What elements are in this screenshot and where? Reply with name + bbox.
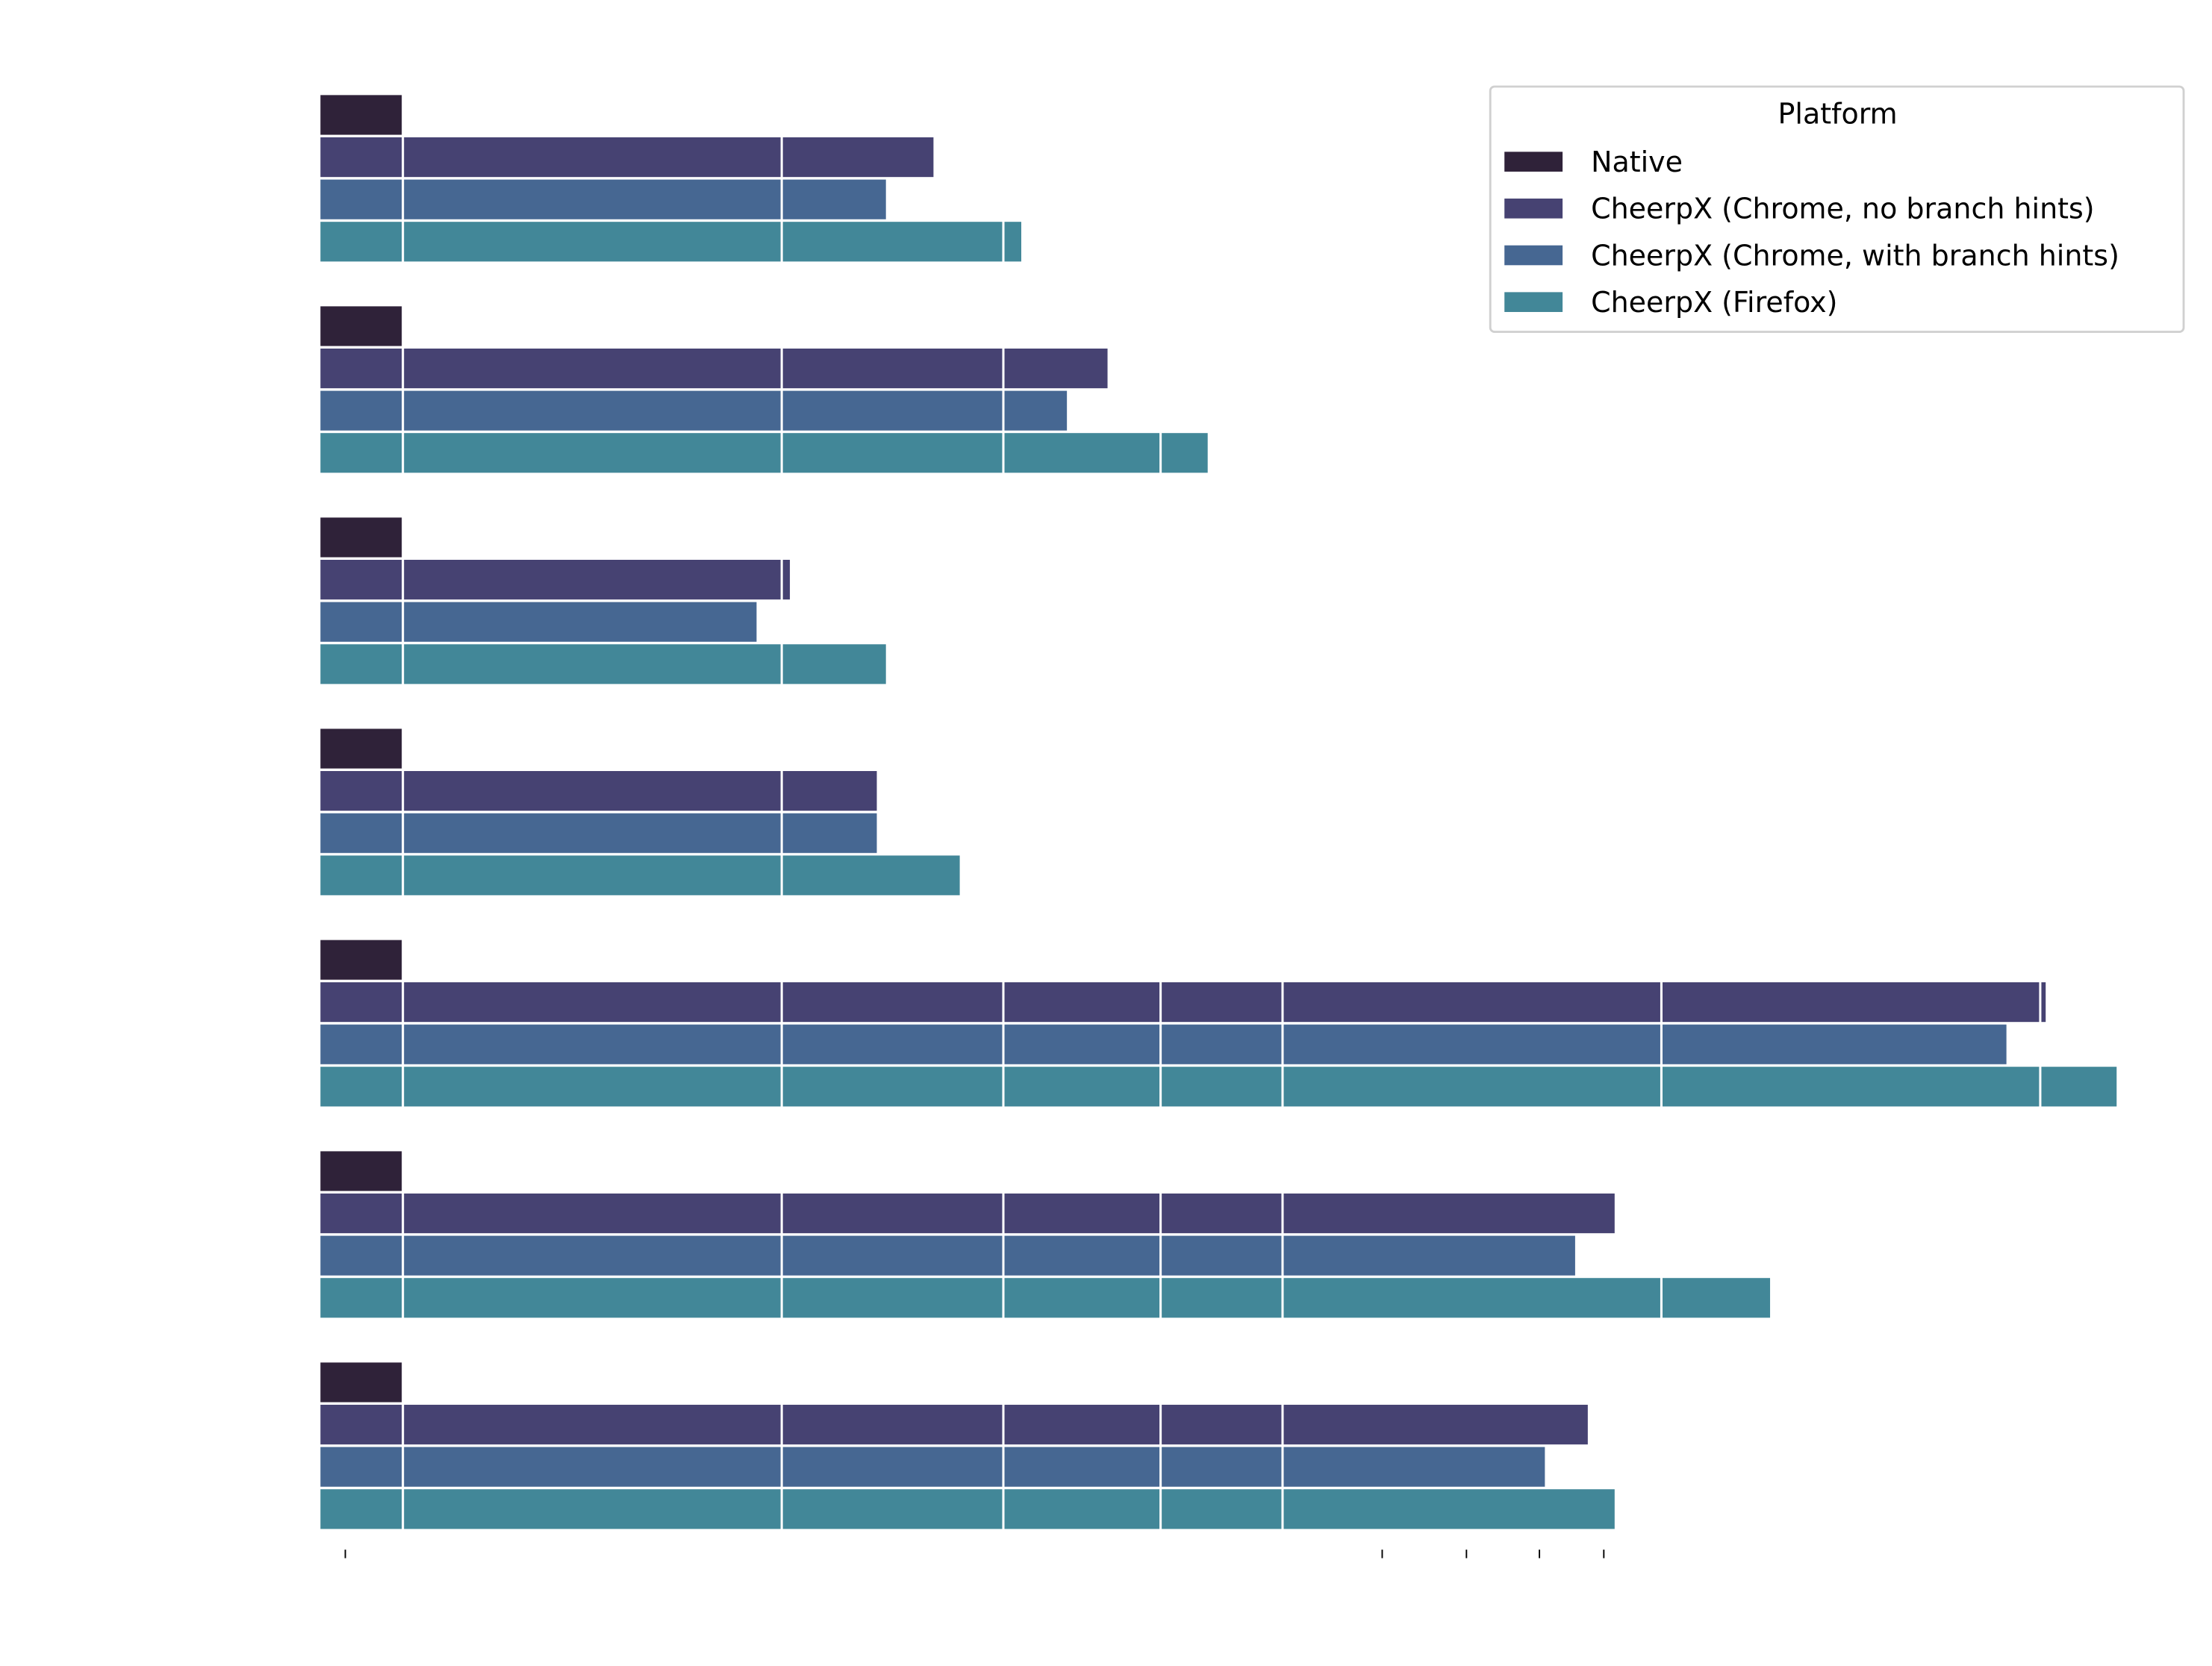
bar-4-group-1 [320,222,1022,262]
bar-3-group-3 [320,602,757,642]
legend-label: CheerpX (Chrome, with branch hints) [1591,239,2119,272]
legend-label: Native [1591,146,1683,178]
bar-1-group-2 [320,306,403,346]
bars-layer [320,95,2117,1529]
bar-3-group-6 [320,1235,1575,1276]
bar-3-group-4 [320,813,877,853]
bar-2-group-4 [320,770,877,811]
bar-4-group-5 [320,1067,2117,1107]
legend-swatch [1504,245,1563,266]
bar-1-group-1 [320,95,403,135]
bar-4-group-2 [320,433,1208,473]
ticks-layer [344,1550,1605,1559]
legend-label: CheerpX (Chrome, no branch hints) [1591,193,2095,225]
bar-2-group-6 [320,1194,1615,1234]
bar-1-group-3 [320,517,403,558]
legend-frame [1489,85,2185,334]
bar-4-group-6 [320,1278,1771,1318]
bar-4-group-3 [320,644,886,684]
bar-4-group-7 [320,1489,1615,1529]
legend-swatch [1504,199,1563,219]
legend-swatch [1504,292,1563,312]
bar-2-group-7 [320,1405,1588,1445]
bar-4-group-4 [320,855,960,896]
bar-3-group-2 [320,390,1068,431]
legend-title: Platform [1778,97,1898,130]
legend-swatch [1504,152,1563,172]
bar-2-group-3 [320,559,791,600]
bar-1-group-5 [320,940,403,980]
bar-3-group-7 [320,1447,1545,1487]
bar-2-group-5 [320,982,2046,1023]
bar-3-group-5 [320,1024,2007,1064]
gridlines-layer [402,85,2042,1532]
legend-label: CheerpX (Firefox) [1591,286,1837,319]
bar-1-group-7 [320,1362,403,1403]
bar-2-group-2 [320,348,1108,389]
bar-1-group-4 [320,729,403,769]
bar-1-group-6 [320,1151,403,1191]
bar-2-group-1 [320,137,934,178]
bar-3-group-1 [320,179,886,219]
